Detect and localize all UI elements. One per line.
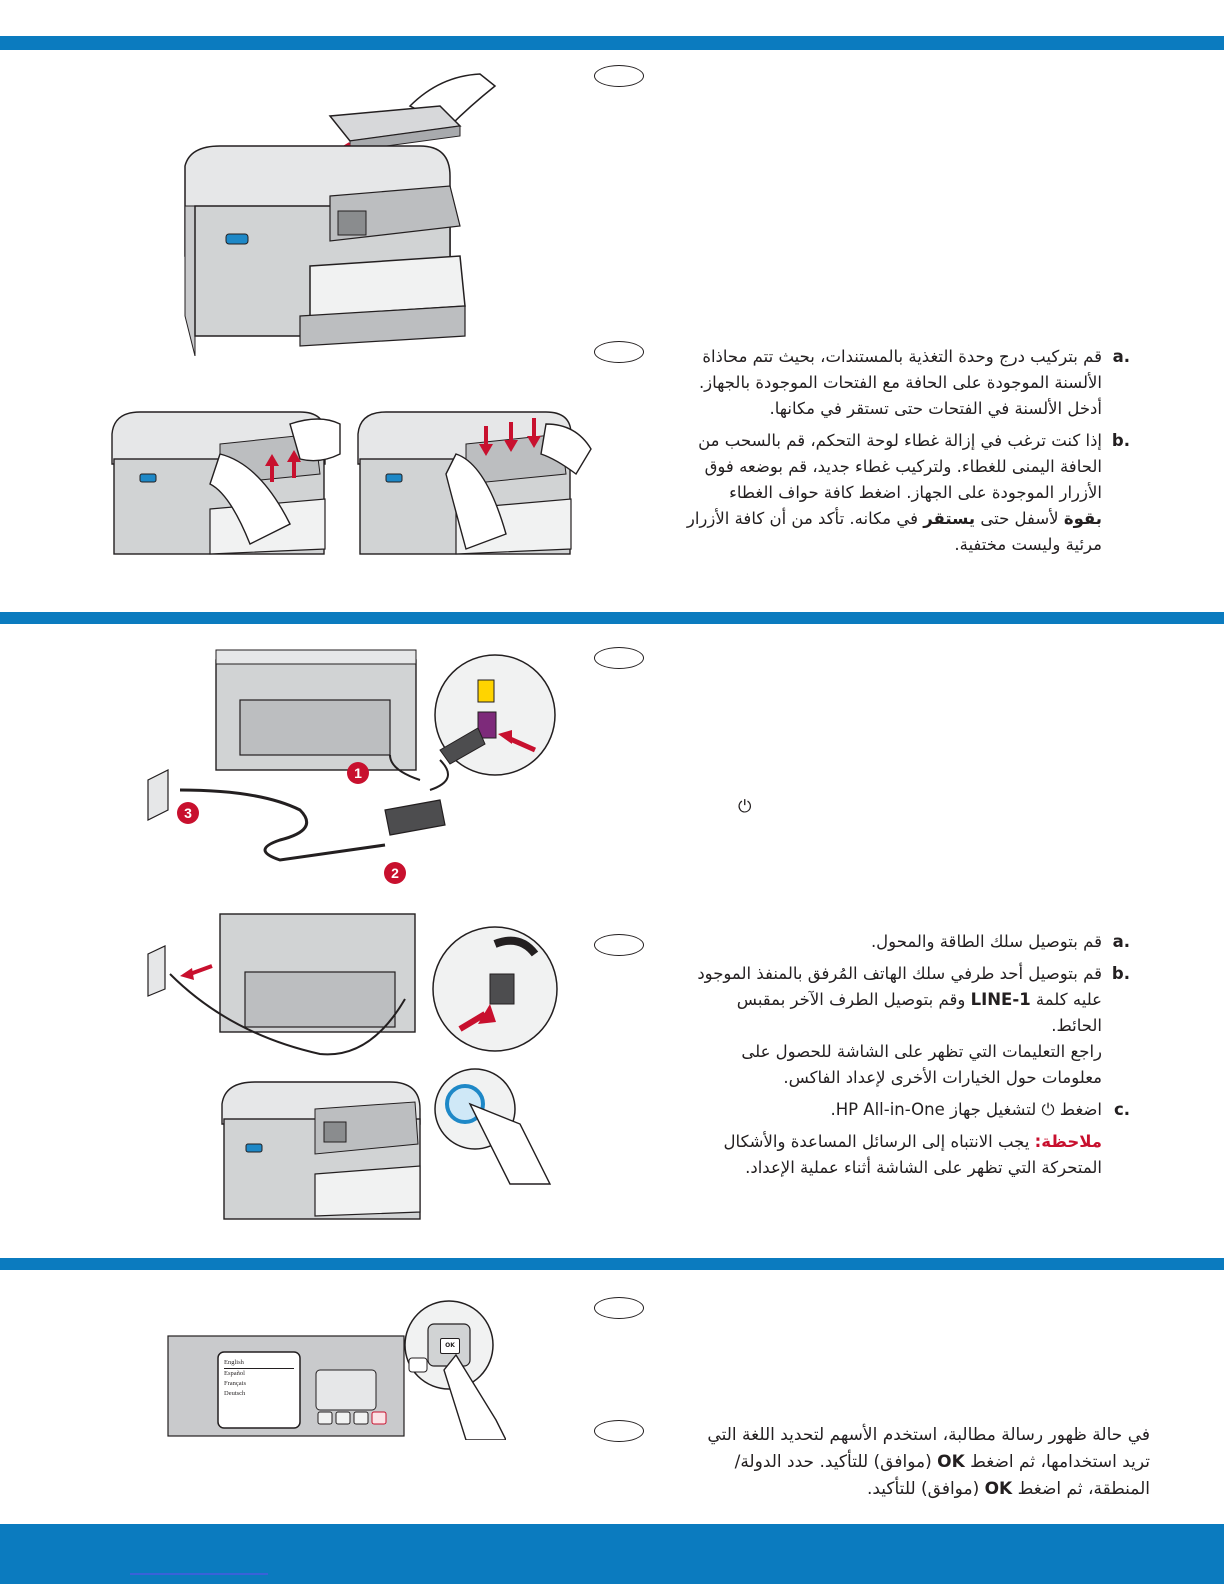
step-c-text: اضغط ⏻ لتشغيل جهاز HP All-in-One. bbox=[830, 1100, 1102, 1119]
section2-instructions: a. قم بتوصيل سلك الطاقة والمحول. b. قم ب… bbox=[660, 929, 1130, 1181]
section-divider-1 bbox=[0, 612, 1224, 624]
step-b: b. إذا كنت ترغب في إزالة غطاء لوحة التحك… bbox=[660, 428, 1130, 558]
power-symbol-icon: ⏻ bbox=[738, 797, 752, 817]
step-a-line-2: الألسنة الموجودة على الحافة مع الفتحات ا… bbox=[698, 373, 1102, 392]
step-c-power-on: c. اضغط ⏻ لتشغيل جهاز HP All-in-One. bbox=[660, 1097, 1130, 1123]
remove-overlay-illustration bbox=[111, 411, 341, 555]
step-b-line-2: الحافة اليمنى للغطاء. ولتركيب غطاء جديد،… bbox=[704, 457, 1102, 476]
step-a-label: a. bbox=[1112, 347, 1130, 366]
step-a-power-label: a. bbox=[1112, 932, 1130, 951]
language-oval-4 bbox=[594, 934, 644, 956]
bottom-band bbox=[0, 1524, 1224, 1584]
step-a-power-text: قم بتوصيل سلك الطاقة والمحول. bbox=[870, 932, 1102, 951]
phone-cord-illustration bbox=[147, 913, 558, 1056]
language-line-2: تريد استخدامها، ثم اضغط OK (موافق) للتأك… bbox=[734, 1452, 1150, 1472]
step-b-phone-line-1: قم بتوصيل أحد طرفي سلك الهاتف المُرفق با… bbox=[697, 964, 1102, 983]
bottom-link-underline[interactable] bbox=[130, 1573, 268, 1575]
language-option-german[interactable]: Deutsch bbox=[224, 1390, 246, 1397]
language-line-3: المنطقة، ثم اضغط OK (موافق) للتأكيد. bbox=[866, 1479, 1150, 1499]
language-oval-5 bbox=[594, 1297, 644, 1319]
step-a-power: a. قم بتوصيل سلك الطاقة والمحول. bbox=[660, 929, 1130, 955]
note-line-1: ملاحظة: يجب الانتباه إلى الرسائل المساعد… bbox=[723, 1132, 1102, 1151]
power-button-icon: ⏻ bbox=[1041, 1100, 1055, 1119]
language-line-1: في حالة ظهور رسالة مطالبة، استخدم الأسهم… bbox=[707, 1425, 1150, 1445]
bold-firmly: بقوة bbox=[1063, 509, 1102, 528]
language-oval-6 bbox=[594, 1420, 644, 1442]
step-a: a. قم بتركيب درج وحدة التغذية بالمستندات… bbox=[660, 344, 1130, 422]
callout-1: 1 bbox=[354, 765, 362, 781]
ok-button[interactable]: OK bbox=[440, 1338, 460, 1354]
step-b-phone: b. قم بتوصيل أحد طرفي سلك الهاتف المُرفق… bbox=[660, 961, 1130, 1091]
note-label: ملاحظة: bbox=[1034, 1132, 1102, 1151]
power-connection-illustration: 1 2 3 bbox=[147, 649, 556, 884]
step-b-line-1: إذا كنت ترغب في إزالة غطاء لوحة التحكم، … bbox=[698, 431, 1102, 450]
language-oval-2 bbox=[594, 341, 644, 363]
install-overlay-illustration bbox=[357, 411, 592, 555]
power-button-press-illustration bbox=[221, 1068, 552, 1220]
step-a-line-1: قم بتركيب درج وحدة التغذية بالمستندات، ب… bbox=[702, 347, 1102, 366]
language-oval-3 bbox=[594, 647, 644, 669]
callout-3: 3 bbox=[184, 805, 192, 821]
step-b-phone-line-3: الحائط. bbox=[1051, 1016, 1102, 1035]
ok-label: OK bbox=[937, 1452, 965, 1472]
ok-label-2: OK bbox=[984, 1479, 1013, 1499]
language-option-english[interactable]: English bbox=[224, 1358, 294, 1369]
step-b-phone-line-2: عليه كلمة 1-LINE وقم بتوصيل الطرف الآخر … bbox=[736, 990, 1102, 1009]
step-b-line-5: مرئية وليست مختفية. bbox=[954, 535, 1102, 554]
language-option-french[interactable]: Français bbox=[224, 1380, 247, 1387]
one-line-label: 1-LINE bbox=[970, 990, 1031, 1009]
step-b-phone-extra-1: راجع التعليمات التي تظهر على الشاشة للحص… bbox=[741, 1042, 1102, 1061]
callout-2: 2 bbox=[391, 865, 399, 881]
language-list: English Español Français Deutsch bbox=[224, 1358, 294, 1399]
section3-instructions: في حالة ظهور رسالة مطالبة، استخدم الأسهم… bbox=[660, 1422, 1150, 1503]
step-b-phone-label: b. bbox=[1111, 964, 1130, 983]
section1-instructions: a. قم بتركيب درج وحدة التغذية بالمستندات… bbox=[660, 344, 1130, 558]
step-b-line-4: بقوة لأسفل حتى يستقر في مكانه. تأكد من أ… bbox=[686, 509, 1102, 528]
section-divider-2 bbox=[0, 1258, 1224, 1270]
step-c-label: c. bbox=[1113, 1100, 1130, 1119]
note: ملاحظة: يجب الانتباه إلى الرسائل المساعد… bbox=[660, 1129, 1130, 1181]
bold-settles: يستقر bbox=[923, 509, 976, 528]
top-band bbox=[0, 36, 1224, 50]
printer-tray-install-illustration bbox=[184, 73, 497, 356]
language-screen-illustration: English Español Français Deutsch OK bbox=[166, 1300, 506, 1440]
note-line-2: المتحركة التي تظهر على الشاشة أثناء عملي… bbox=[745, 1158, 1102, 1177]
step-b-phone-extra-2: معلومات حول الخيارات الأخرى لإعداد الفاك… bbox=[783, 1068, 1102, 1087]
step-a-line-3: أدخل الألسنة في الفتحات حتى تستقر في مكا… bbox=[769, 399, 1102, 418]
step-b-line-3: الأزرار الموجودة على الجهاز. اضغط كافة ح… bbox=[729, 483, 1102, 502]
language-option-spanish[interactable]: Español bbox=[224, 1370, 245, 1377]
step-b-label: b. bbox=[1111, 431, 1130, 450]
language-oval-1 bbox=[594, 65, 644, 87]
